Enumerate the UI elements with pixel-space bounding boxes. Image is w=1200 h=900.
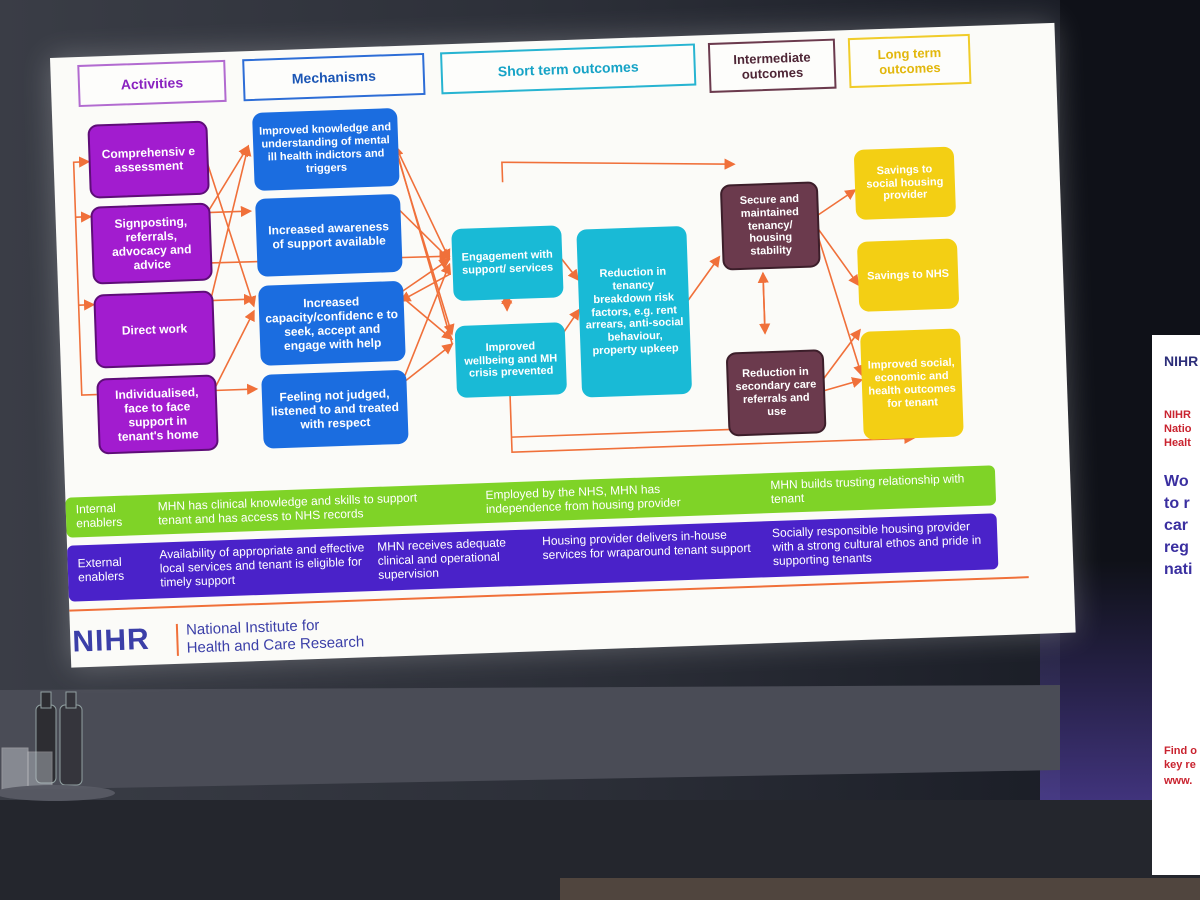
banner-text-5: Wo [1164, 473, 1189, 490]
banner-text-3: Natio [1164, 423, 1192, 435]
banner-text-8: reg [1164, 539, 1189, 556]
banner-text-4: Healt [1164, 437, 1191, 449]
banner-text-2: NIHR [1164, 409, 1191, 421]
banner-text-12: www. [1164, 775, 1193, 787]
banner-text-7: car [1164, 517, 1189, 534]
side-banner: NIHR NIHR Natio Healt Wo to r car reg na… [1152, 335, 1200, 875]
banner-text-9: nati [1164, 561, 1193, 578]
banner-text-6: to r [1164, 495, 1190, 512]
banner-text-10: Find o [1164, 745, 1197, 757]
banner-text-1: NIHR [1164, 353, 1199, 369]
banner-text-11: key re [1164, 759, 1196, 771]
bottles-and-glasses [0, 691, 115, 801]
